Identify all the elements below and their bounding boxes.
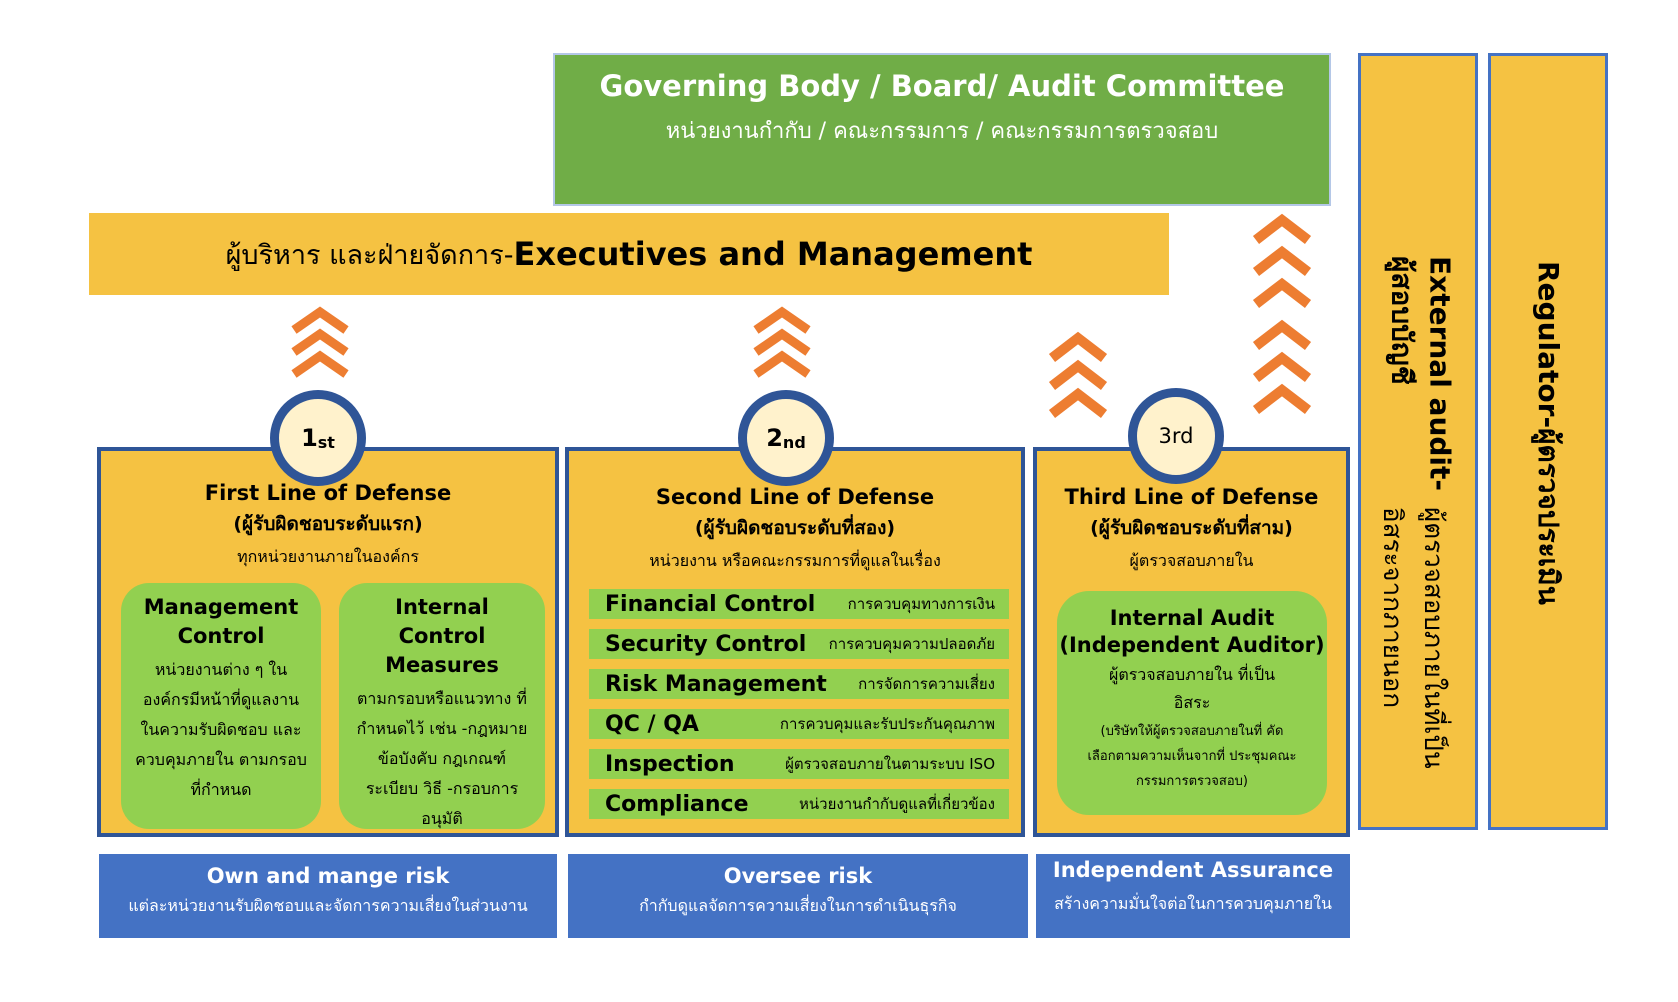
internal-audit-text: ผู้ตรวจสอบภายใน ที่เป็นอิสระ <box>1108 665 1276 712</box>
executives-english-label: Executives and Management <box>513 235 1033 273</box>
internal-audit-subtitle: (Independent Auditor) <box>1059 633 1325 657</box>
first-line-title: First Line of Defense <box>204 481 452 505</box>
independent-assurance-box: Independent Assurance สร้างความมั่นใจต่อ… <box>1036 854 1350 938</box>
external-audit-subtitle: ผู้ตรวจสอบภายในที่เป็นอิสระจากภายนอก <box>1377 507 1448 769</box>
external-audit-title: External audit-ผู้สอบบัญชี <box>1385 256 1457 492</box>
row-text: ผู้ตรวจสอบภายในตามระบบ ISO <box>785 755 995 773</box>
internal-control-measures-text: ตามกรอบหรือแนวทาง ที่กำหนดไว้ เช่น -กฎหม… <box>356 689 528 828</box>
second-line-row: Inspection ผู้ตรวจสอบภายในตามระบบ ISO <box>589 749 1009 779</box>
internal-audit-box: Internal Audit (Independent Auditor) ผู้… <box>1057 591 1327 815</box>
external-audit-bar: External audit-ผู้สอบบัญชี ผู้ตรวจสอบภาย… <box>1358 53 1478 830</box>
second-line-description: หน่วยงาน หรือคณะกรรมการที่ดูแลในเรื่อง <box>649 551 941 570</box>
footer-text: แต่ละหน่วยงานรับผิดชอบและจัดการความเสี่ย… <box>128 896 528 915</box>
own-and-manage-risk-box: Own and mange risk แต่ละหน่วยงานรับผิดชอ… <box>99 854 557 938</box>
regulator-bar: Regulator-ผู้ตรวจประเมิน <box>1488 53 1608 830</box>
arrow-up-icon <box>753 306 811 378</box>
row-text: การควบคุมและรับประกันคุณภาพ <box>779 715 995 733</box>
footer-title: Oversee risk <box>723 864 873 888</box>
badge-number: 2 <box>766 424 783 452</box>
governing-body-subtitle: หน่วยงานกำกับ / คณะกรรมการ / คณะกรรมการต… <box>665 119 1219 144</box>
second-line-row: QC / QA การควบคุมและรับประกันคุณภาพ <box>589 709 1009 739</box>
second-line-row: Financial Control การควบคุมทางการเงิน <box>589 589 1009 619</box>
management-control-box: Management Control หน่วยงานต่าง ๆ ใน องค… <box>121 583 321 829</box>
badge-number: 3rd <box>1158 424 1194 448</box>
badge-suffix: nd <box>782 432 806 452</box>
third-line-of-defense-box: Third Line of Defense (ผู้รับผิดชอบระดับ… <box>1033 447 1350 837</box>
row-text: การควบคุมความปลอดภัย <box>828 635 995 653</box>
third-line-title: Third Line of Defense <box>1064 485 1319 509</box>
row-label: Security Control <box>605 631 807 657</box>
arrow-up-icon <box>1252 213 1312 414</box>
third-line-badge: 3rd <box>1128 388 1224 484</box>
row-text: การควบคุมทางการเงิน <box>847 595 995 613</box>
footer-title: Independent Assurance <box>1052 858 1334 882</box>
third-line-subtitle: (ผู้รับผิดชอบระดับที่สาม) <box>1090 517 1293 539</box>
second-line-row: Risk Management การจัดการความเสี่ยง <box>589 669 1009 699</box>
arrow-up-icon <box>1048 331 1108 418</box>
second-line-title: Second Line of Defense <box>655 485 935 509</box>
badge-suffix: st <box>317 432 335 452</box>
badge-number: 1 <box>301 424 318 452</box>
row-label: Risk Management <box>605 671 827 697</box>
internal-audit-note: (บริษัทให้ผู้ตรวจสอบภายในที่ คัดเลือกตาม… <box>1087 724 1297 789</box>
footer-text: กำกับดูแลจัดการความเสี่ยงในการดำเนินธุรก… <box>639 896 957 915</box>
internal-control-measures-title: Internal Control Measures <box>385 595 499 677</box>
executives-thai-label: ผู้บริหาร และฝ่ายจัดการ- <box>225 239 514 271</box>
management-control-title: Management Control <box>143 595 299 648</box>
arrow-up-icon <box>291 306 349 378</box>
row-text: หน่วยงานกำกับดูแลที่เกี่ยวข้อง <box>799 795 995 813</box>
governing-body-title: Governing Body / Board/ Audit Committee <box>599 69 1285 103</box>
second-line-of-defense-box: Second Line of Defense (ผู้รับผิดชอบระดั… <box>565 447 1025 837</box>
oversee-risk-box: Oversee risk กำกับดูแลจัดการความเสี่ยงใน… <box>568 854 1028 938</box>
management-control-text: หน่วยงานต่าง ๆ ใน องค์กรมีหน้าที่ดูแลงาน… <box>135 660 307 799</box>
governing-body-box: Governing Body / Board/ Audit Committee … <box>553 53 1331 206</box>
row-label: Inspection <box>605 751 735 777</box>
first-line-subtitle: (ผู้รับผิดชอบระดับแรก) <box>233 513 423 535</box>
row-label: Financial Control <box>605 591 816 617</box>
footer-title: Own and mange risk <box>206 864 450 888</box>
internal-audit-title: Internal Audit <box>1109 606 1275 630</box>
first-line-description: ทุกหน่วยงานภายในองค์กร <box>237 547 419 566</box>
first-line-of-defense-box: First Line of Defense (ผู้รับผิดชอบระดับ… <box>97 447 559 837</box>
row-label: Compliance <box>605 791 749 817</box>
second-line-row: Compliance หน่วยงานกำกับดูแลที่เกี่ยวข้อ… <box>589 789 1009 819</box>
row-label: QC / QA <box>605 711 699 737</box>
row-text: การจัดการความเสี่ยง <box>858 675 995 693</box>
internal-control-measures-box: Internal Control Measures ตามกรอบหรือแนว… <box>339 583 545 829</box>
second-line-subtitle: (ผู้รับผิดชอบระดับที่สอง) <box>694 517 896 539</box>
third-line-description: ผู้ตรวจสอบภายใน <box>1129 551 1254 570</box>
footer-text: สร้างความมั่นใจต่อในการควบคุมภายใน <box>1054 894 1332 913</box>
second-line-row: Security Control การควบคุมความปลอดภัย <box>589 629 1009 659</box>
executives-bar: ผู้บริหาร และฝ่ายจัดการ-Executives and M… <box>89 213 1169 295</box>
regulator-title: Regulator-ผู้ตรวจประเมิน <box>1532 261 1565 605</box>
